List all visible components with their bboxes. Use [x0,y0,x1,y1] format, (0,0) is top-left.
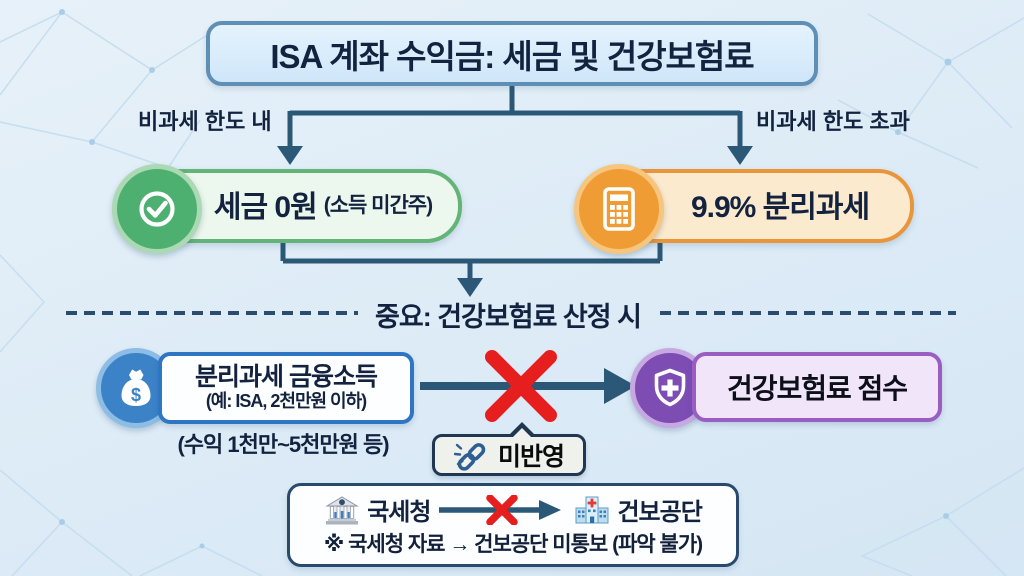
separate-tax-label: 9.9% 분리과세 [690,191,870,224]
footer-to-label: 건보공단 [617,499,702,526]
source-income-note: (수익 1천만~5천만원 등) [177,432,389,457]
source-income-subtitle: (예: ISA, 2천만원 이하) [205,391,367,412]
svg-text:$: $ [131,385,141,405]
money-bag-icon: $ [121,369,151,406]
blocked-x-icon [485,350,557,422]
footer-notice-box: 국세청 [287,483,739,567]
broken-link-icon [453,443,486,471]
blocked-arrow-icon [439,494,562,525]
footer-from-label: 국세청 [367,499,431,526]
result-tax-zero-text: 세금 0원 (소득 미간주) [200,164,446,244]
tax-zero-sub-label: (소득 미간주) [323,194,433,217]
divider-dash-right [660,311,956,315]
divider-label: 중요: 건강보험료 산정 시 [375,302,642,332]
not-reflected-label: 미반영 [497,443,565,471]
shield-plus-icon [654,368,686,407]
target-score-pill: 건강보험료 점수 [692,352,942,422]
calculator-badge [574,164,664,254]
calculator-icon [603,187,635,231]
government-building-icon [325,495,360,524]
branch-label-within-limit: 비과세 한도 내 [138,109,272,134]
source-income-title: 분리과세 금융소득 [195,362,378,391]
result-separate-tax: 9.9% 분리과세 [574,164,914,254]
hospital-icon [575,496,609,523]
source-income-box: 분리과세 금융소득 (예: ISA, 2천만원 이하) [158,352,414,424]
result-separate-tax-text: 9.9% 분리과세 [662,164,898,244]
divider-dash-left [66,311,358,315]
tax-zero-main-label: 세금 0원 [213,191,318,224]
result-tax-zero: 세금 0원 (소득 미간주) [112,164,462,254]
check-circle-icon [139,191,175,227]
footer-flow-row: 국세청 [324,492,703,527]
page-title: ISA 계좌 수익금: 세금 및 건강보험료 [206,21,818,86]
footer-note: ※ 국세청 자료 → 건보공단 미통보 (파악 불가) [323,533,703,556]
not-reflected-callout: 미반영 [432,422,586,476]
check-badge [112,164,202,254]
branch-label-over-limit: 비과세 한도 초과 [756,109,910,134]
